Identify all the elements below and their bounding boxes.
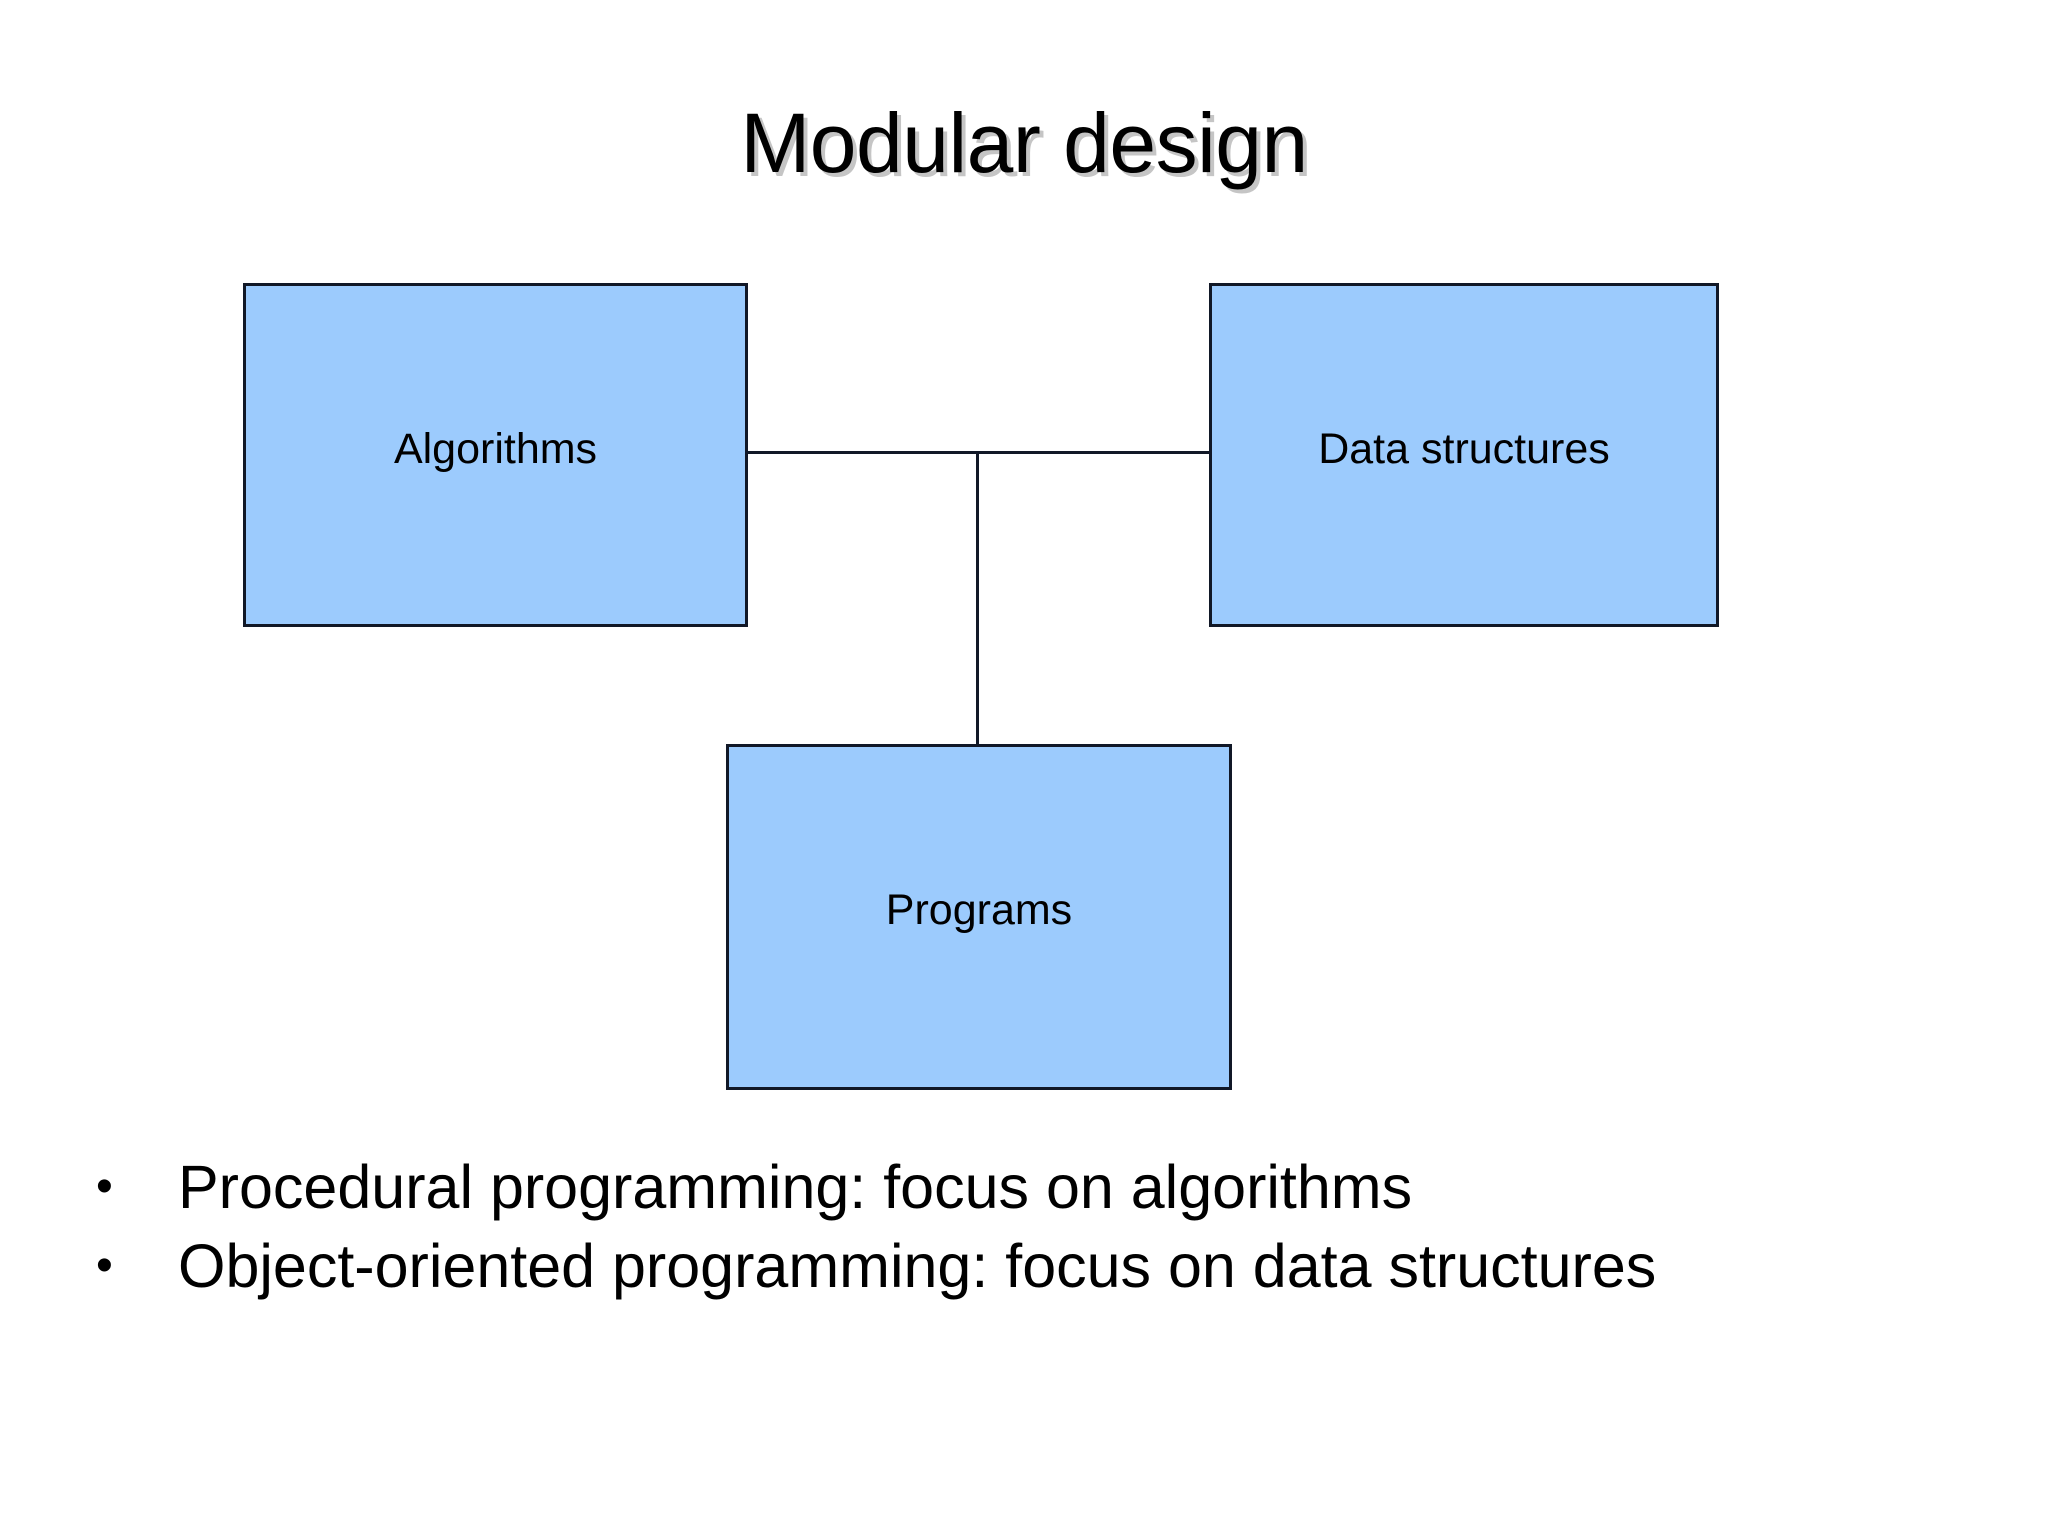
list-item: • Object-oriented programming: focus on … bbox=[96, 1227, 1996, 1306]
bullet-point-icon: • bbox=[96, 1160, 113, 1213]
bullet-list: • Procedural programming: focus on algor… bbox=[96, 1148, 1996, 1307]
connector-junction-to-programs bbox=[976, 451, 979, 746]
diagram-node-data-structures[interactable]: Data structures bbox=[1209, 283, 1719, 627]
diagram-node-programs-label: Programs bbox=[885, 886, 1073, 934]
list-item-label: Procedural programming: focus on algorit… bbox=[178, 1153, 1413, 1221]
list-item-label: Object-oriented programming: focus on da… bbox=[178, 1232, 1657, 1301]
diagram-node-programs[interactable]: Programs bbox=[726, 744, 1232, 1090]
diagram-node-algorithms-label: Algorithms bbox=[393, 425, 598, 473]
diagram-node-data-structures-label: Data structures bbox=[1318, 425, 1610, 473]
bullet-point-icon: • bbox=[96, 1239, 113, 1293]
list-item: • Procedural programming: focus on algor… bbox=[96, 1148, 1996, 1227]
diagram-node-algorithms[interactable]: Algorithms bbox=[243, 283, 748, 627]
page-title: Modular design bbox=[740, 96, 1308, 190]
